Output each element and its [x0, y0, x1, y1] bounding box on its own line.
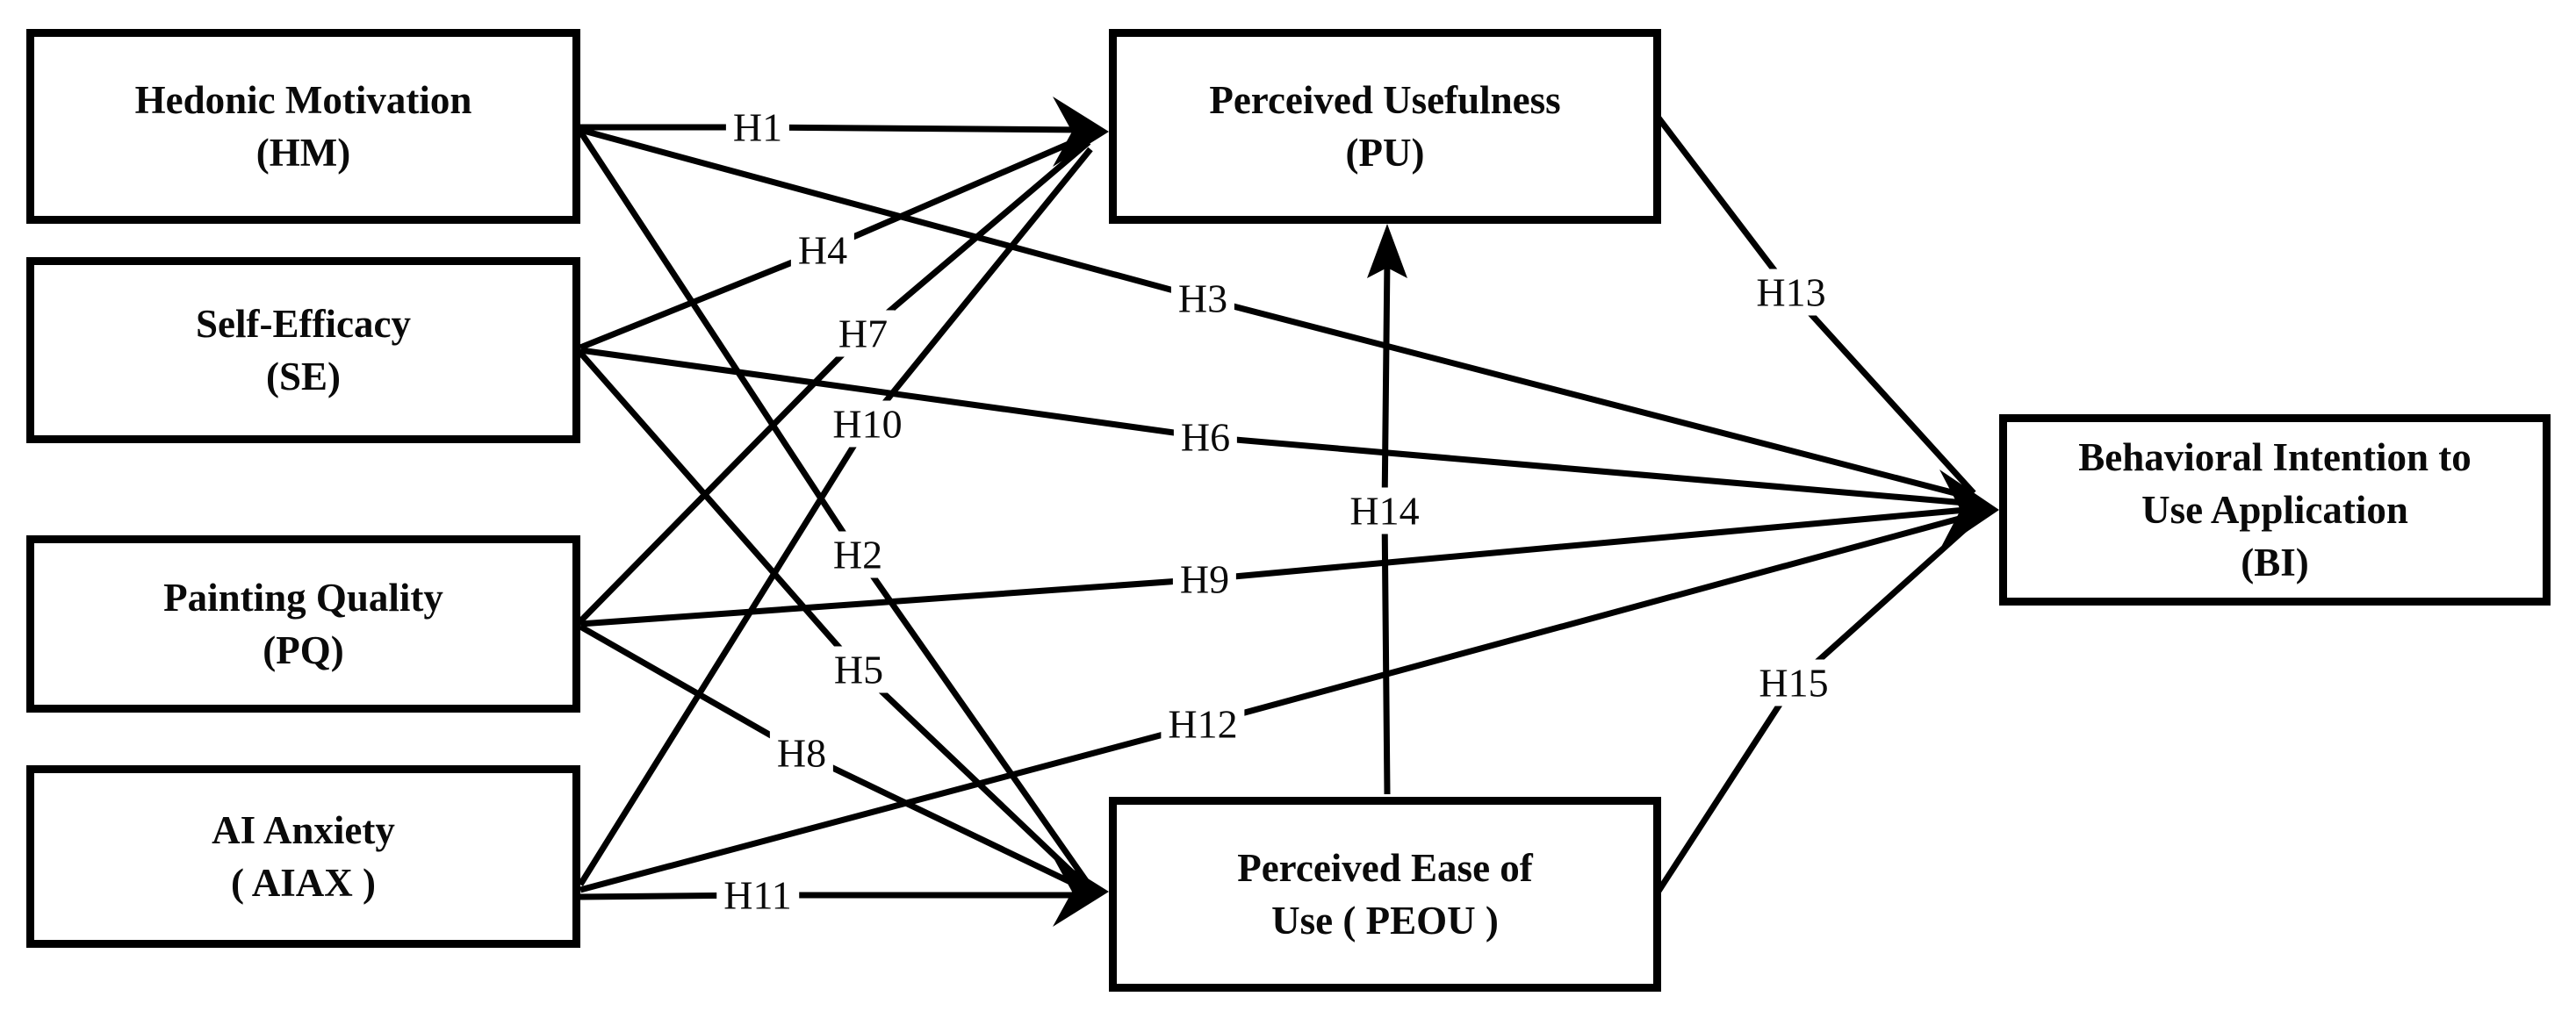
edge-label-h2: H2 [825, 531, 890, 578]
edge-label-h1: H1 [725, 104, 790, 151]
edge-label-h4: H4 [790, 226, 855, 274]
edge-line-h11 [579, 892, 1089, 900]
edge-label-h14: H14 [1342, 487, 1427, 534]
node-bi-line-1: Behavioral Intention to [2078, 434, 2472, 479]
node-hm: Hedonic Motivation (HM) [26, 29, 580, 224]
edge-label-h10: H10 [825, 400, 910, 448]
edge-line-h1 [580, 124, 1086, 133]
edge-label-h15: H15 [1752, 659, 1836, 706]
edge-label-h13: H13 [1749, 269, 1833, 316]
node-se: Self-Efficacy (SE) [26, 257, 580, 443]
node-aiax: AI Anxiety ( AIAX ) [26, 765, 580, 948]
node-se-line-2: (SE) [265, 355, 341, 398]
node-pu-line-2: (PU) [1345, 131, 1425, 175]
bi-arrowhead [1939, 470, 1999, 550]
edge-line-h6 [579, 347, 1976, 507]
node-pq-line-1: Painting Quality [163, 575, 443, 620]
node-aiax-line-2: ( AIAX ) [231, 861, 376, 905]
peou-arrowhead [1053, 857, 1109, 927]
node-aiax-line-1: AI Anxiety [212, 807, 395, 852]
edge-label-h8: H8 [769, 729, 834, 777]
edge-label-h3: H3 [1170, 275, 1235, 322]
node-pq: Painting Quality (PQ) [26, 535, 580, 713]
node-bi: Behavioral Intention to Use Application (B… [1999, 414, 2551, 606]
node-peou-line-1: Perceived Ease of [1237, 845, 1533, 890]
edge-label-h9: H9 [1172, 556, 1237, 603]
node-se-line-1: Self-Efficacy [196, 301, 411, 346]
node-bi-line-2: Use Application [2141, 487, 2408, 532]
h14-arrowhead [1367, 224, 1407, 278]
node-peou: Perceived Ease of Use ( PEOU ) [1109, 797, 1661, 992]
edge-label-h6: H6 [1173, 413, 1238, 461]
node-peou-line-2: Use ( PEOU ) [1271, 899, 1499, 943]
edge-label-h5: H5 [826, 646, 891, 693]
pu-arrowhead [1053, 97, 1109, 167]
node-hm-line-2: (HM) [255, 131, 351, 175]
node-hm-line-1: Hedonic Motivation [134, 77, 472, 122]
edge-line-h9 [579, 505, 1976, 627]
node-pu: Perceived Usefulness (PU) [1109, 29, 1661, 224]
node-pq-line-2: (PQ) [263, 628, 344, 672]
edge-label-h12: H12 [1161, 700, 1245, 748]
node-pu-line-1: Perceived Usefulness [1209, 77, 1561, 122]
node-bi-line-3: (BI) [2241, 541, 2309, 585]
edge-label-h7: H7 [831, 310, 896, 357]
edge-line-h15 [1655, 519, 1976, 894]
edge-label-h11: H11 [716, 871, 799, 919]
